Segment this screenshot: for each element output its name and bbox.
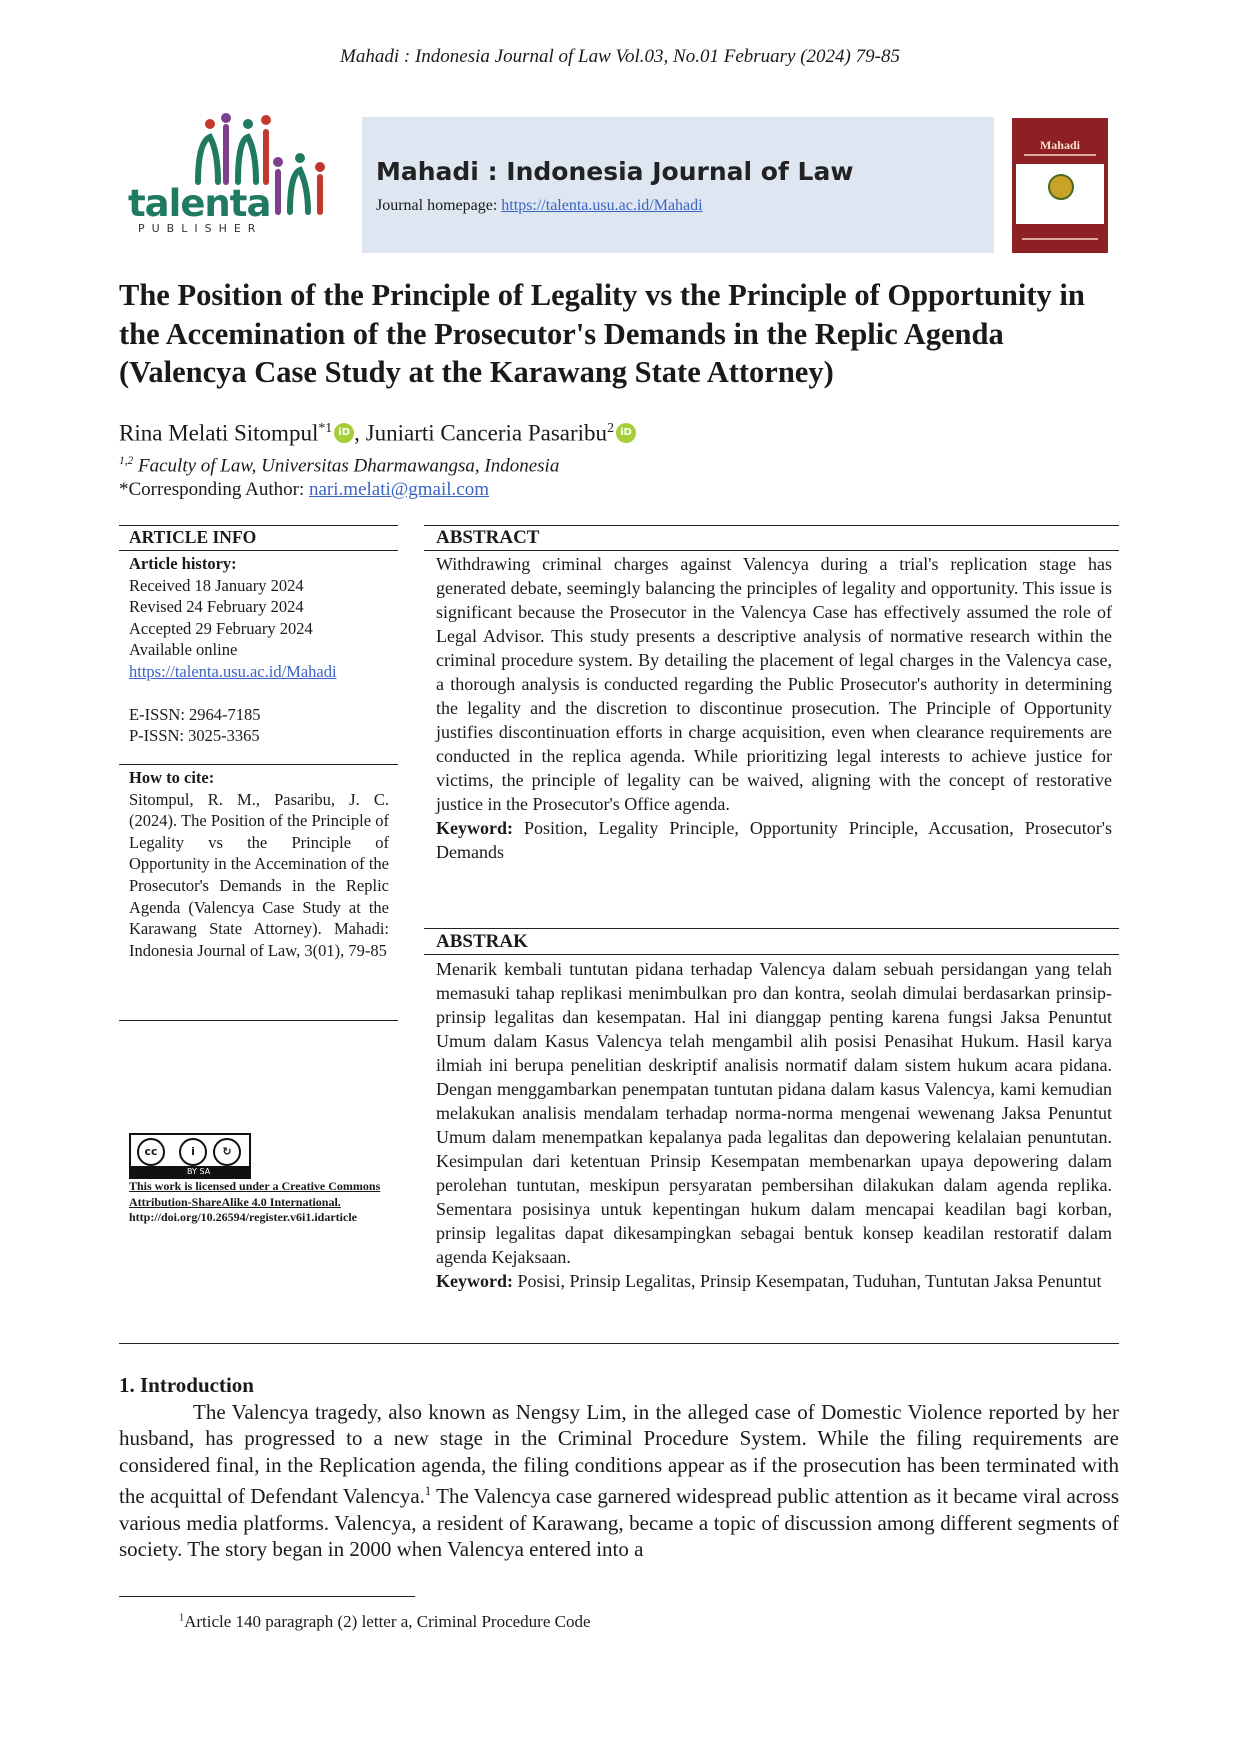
logo-mark-icon xyxy=(195,113,325,215)
logo-wordmark: talenta xyxy=(128,182,271,225)
journal-homepage-link[interactable]: https://talenta.usu.ac.id/Mahadi xyxy=(501,197,703,214)
license-text[interactable]: This work is licensed under a Creative C… xyxy=(129,1179,381,1209)
logo-subtitle: PUBLISHER xyxy=(138,222,263,235)
journal-cover-thumbnail: Mahadi xyxy=(1012,118,1108,253)
author-separator: , xyxy=(354,420,366,446)
cc-icon: cc xyxy=(137,1138,165,1166)
intro-text-a: The Valencya tragedy, also known as Neng… xyxy=(119,1400,1119,1509)
affiliation-text: Faculty of Law, Universitas Dharmawangsa… xyxy=(133,455,560,477)
share-alike-icon: ↻ xyxy=(213,1138,241,1166)
abstract-top-rule xyxy=(424,525,1119,526)
abstrak-keyword-label: Keyword: xyxy=(436,1271,513,1291)
journal-title: Mahadi : Indonesia Journal of Law xyxy=(376,157,854,186)
article-info-mid-rule xyxy=(119,764,398,765)
article-history: Article history: Received 18 January 202… xyxy=(129,553,389,747)
how-to-cite: How to cite: Sitompul, R. M., Pasaribu, … xyxy=(129,767,389,961)
history-available: Available online xyxy=(129,640,238,660)
history-revised: Revised 24 February 2024 xyxy=(129,597,304,617)
corresponding-label: *Corresponding Author: xyxy=(119,479,309,500)
article-info-heading-rule xyxy=(119,550,398,551)
online-url-link[interactable]: https://talenta.usu.ac.id/Mahadi xyxy=(129,661,337,681)
affiliation: 1,2 Faculty of Law, Universitas Dharmawa… xyxy=(119,455,559,477)
article-info-cite-rule xyxy=(119,1020,398,1021)
abstrak-heading-rule xyxy=(424,954,1119,955)
article-title: The Position of the Principle of Legalit… xyxy=(119,278,1085,389)
pissn: P-ISSN: 3025-3365 xyxy=(129,726,260,746)
orcid-icon[interactable]: iD xyxy=(334,422,355,443)
abstrak-top-rule xyxy=(424,928,1119,929)
abstrak-keywords: Posisi, Prinsip Legalitas, Prinsip Kesem… xyxy=(512,1271,1102,1291)
history-accepted: Accepted 29 February 2024 xyxy=(129,618,313,638)
cover-title: Mahadi xyxy=(1039,138,1080,152)
abstract-text: Withdrawing criminal charges against Val… xyxy=(436,554,1112,814)
attribution-icon: i xyxy=(179,1138,207,1166)
abstrak-text: Menarik kembali tuntutan pidana terhadap… xyxy=(436,959,1112,1267)
journal-homepage: Journal homepage: https://talenta.usu.ac… xyxy=(376,197,703,215)
corresponding-author: *Corresponding Author: nari.melati@gmail… xyxy=(119,479,489,501)
article-info-top-rule xyxy=(119,525,398,526)
footnote-number: 1 xyxy=(179,1612,185,1624)
affiliation-sup: 1,2 xyxy=(119,455,134,467)
author-sup: 2 xyxy=(607,420,614,435)
abstract-keywords: Position, Legality Principle, Opportunit… xyxy=(436,818,1112,862)
footnote: 1Article 140 paragraph (2) letter a, Cri… xyxy=(179,1612,591,1632)
citation-text: Sitompul, R. M., Pasaribu, J. C. (2024).… xyxy=(129,789,389,960)
doi-text: http://doi.org/10.26594/register.v6i1.id… xyxy=(129,1210,357,1224)
university-seal-icon xyxy=(1048,174,1074,200)
article-info-heading: ARTICLE INFO xyxy=(129,527,257,547)
abstrak-body: Menarik kembali tuntutan pidana terhadap… xyxy=(436,957,1112,1293)
orcid-icon[interactable]: iD xyxy=(615,422,636,443)
running-header: Mahadi : Indonesia Journal of Law Vol.03… xyxy=(340,46,900,67)
author-sup: *1 xyxy=(318,420,333,435)
footnote-rule xyxy=(119,1596,415,1597)
cover-panel xyxy=(1016,164,1104,224)
history-received: Received 18 January 2024 xyxy=(129,575,304,595)
talenta-publisher-logo: talenta PUBLISHER xyxy=(128,112,348,242)
abstrak-heading: ABSTRAK xyxy=(436,931,528,952)
footnote-marker[interactable]: 1 xyxy=(424,1484,432,1499)
abstract-keyword-label: Keyword: xyxy=(436,818,513,838)
article-history-heading: Article history: xyxy=(129,554,237,573)
cover-footer-line xyxy=(1022,238,1098,240)
cc-by-sa-badge[interactable]: cc i ↻ BY SA xyxy=(129,1133,251,1179)
abstract-heading-rule xyxy=(424,550,1119,551)
journal-homepage-label: Journal homepage: xyxy=(376,197,502,214)
intro-text-b: The Valencya case garnered widespread pu… xyxy=(119,1484,1119,1562)
cc-badge-band-label: BY SA xyxy=(187,1167,211,1176)
introduction-heading: 1. Introduction xyxy=(119,1373,254,1397)
corresponding-email-link[interactable]: nari.melati@gmail.com xyxy=(309,479,489,500)
cc-badge-band: BY SA xyxy=(131,1166,249,1177)
journal-banner: Mahadi : Indonesia Journal of Law Journa… xyxy=(362,117,994,253)
author-name: Juniarti Canceria Pasaribu xyxy=(365,420,608,446)
eissn: E-ISSN: 2964-7185 xyxy=(129,704,261,724)
spacer xyxy=(129,683,389,704)
abstract-heading: ABSTRACT xyxy=(436,527,540,548)
footnote-text: Article 140 paragraph (2) letter a, Crim… xyxy=(184,1612,591,1631)
license-notice: This work is licensed under a Creative C… xyxy=(129,1179,389,1226)
introduction-body: The Valencya tragedy, also known as Neng… xyxy=(119,1399,1119,1562)
cover-divider xyxy=(1024,154,1096,156)
front-matter-bottom-rule xyxy=(119,1343,1119,1344)
author-name: Rina Melati Sitompul xyxy=(119,420,319,446)
how-to-cite-heading: How to cite: xyxy=(129,768,215,787)
abstract-body: Withdrawing criminal charges against Val… xyxy=(436,552,1112,864)
